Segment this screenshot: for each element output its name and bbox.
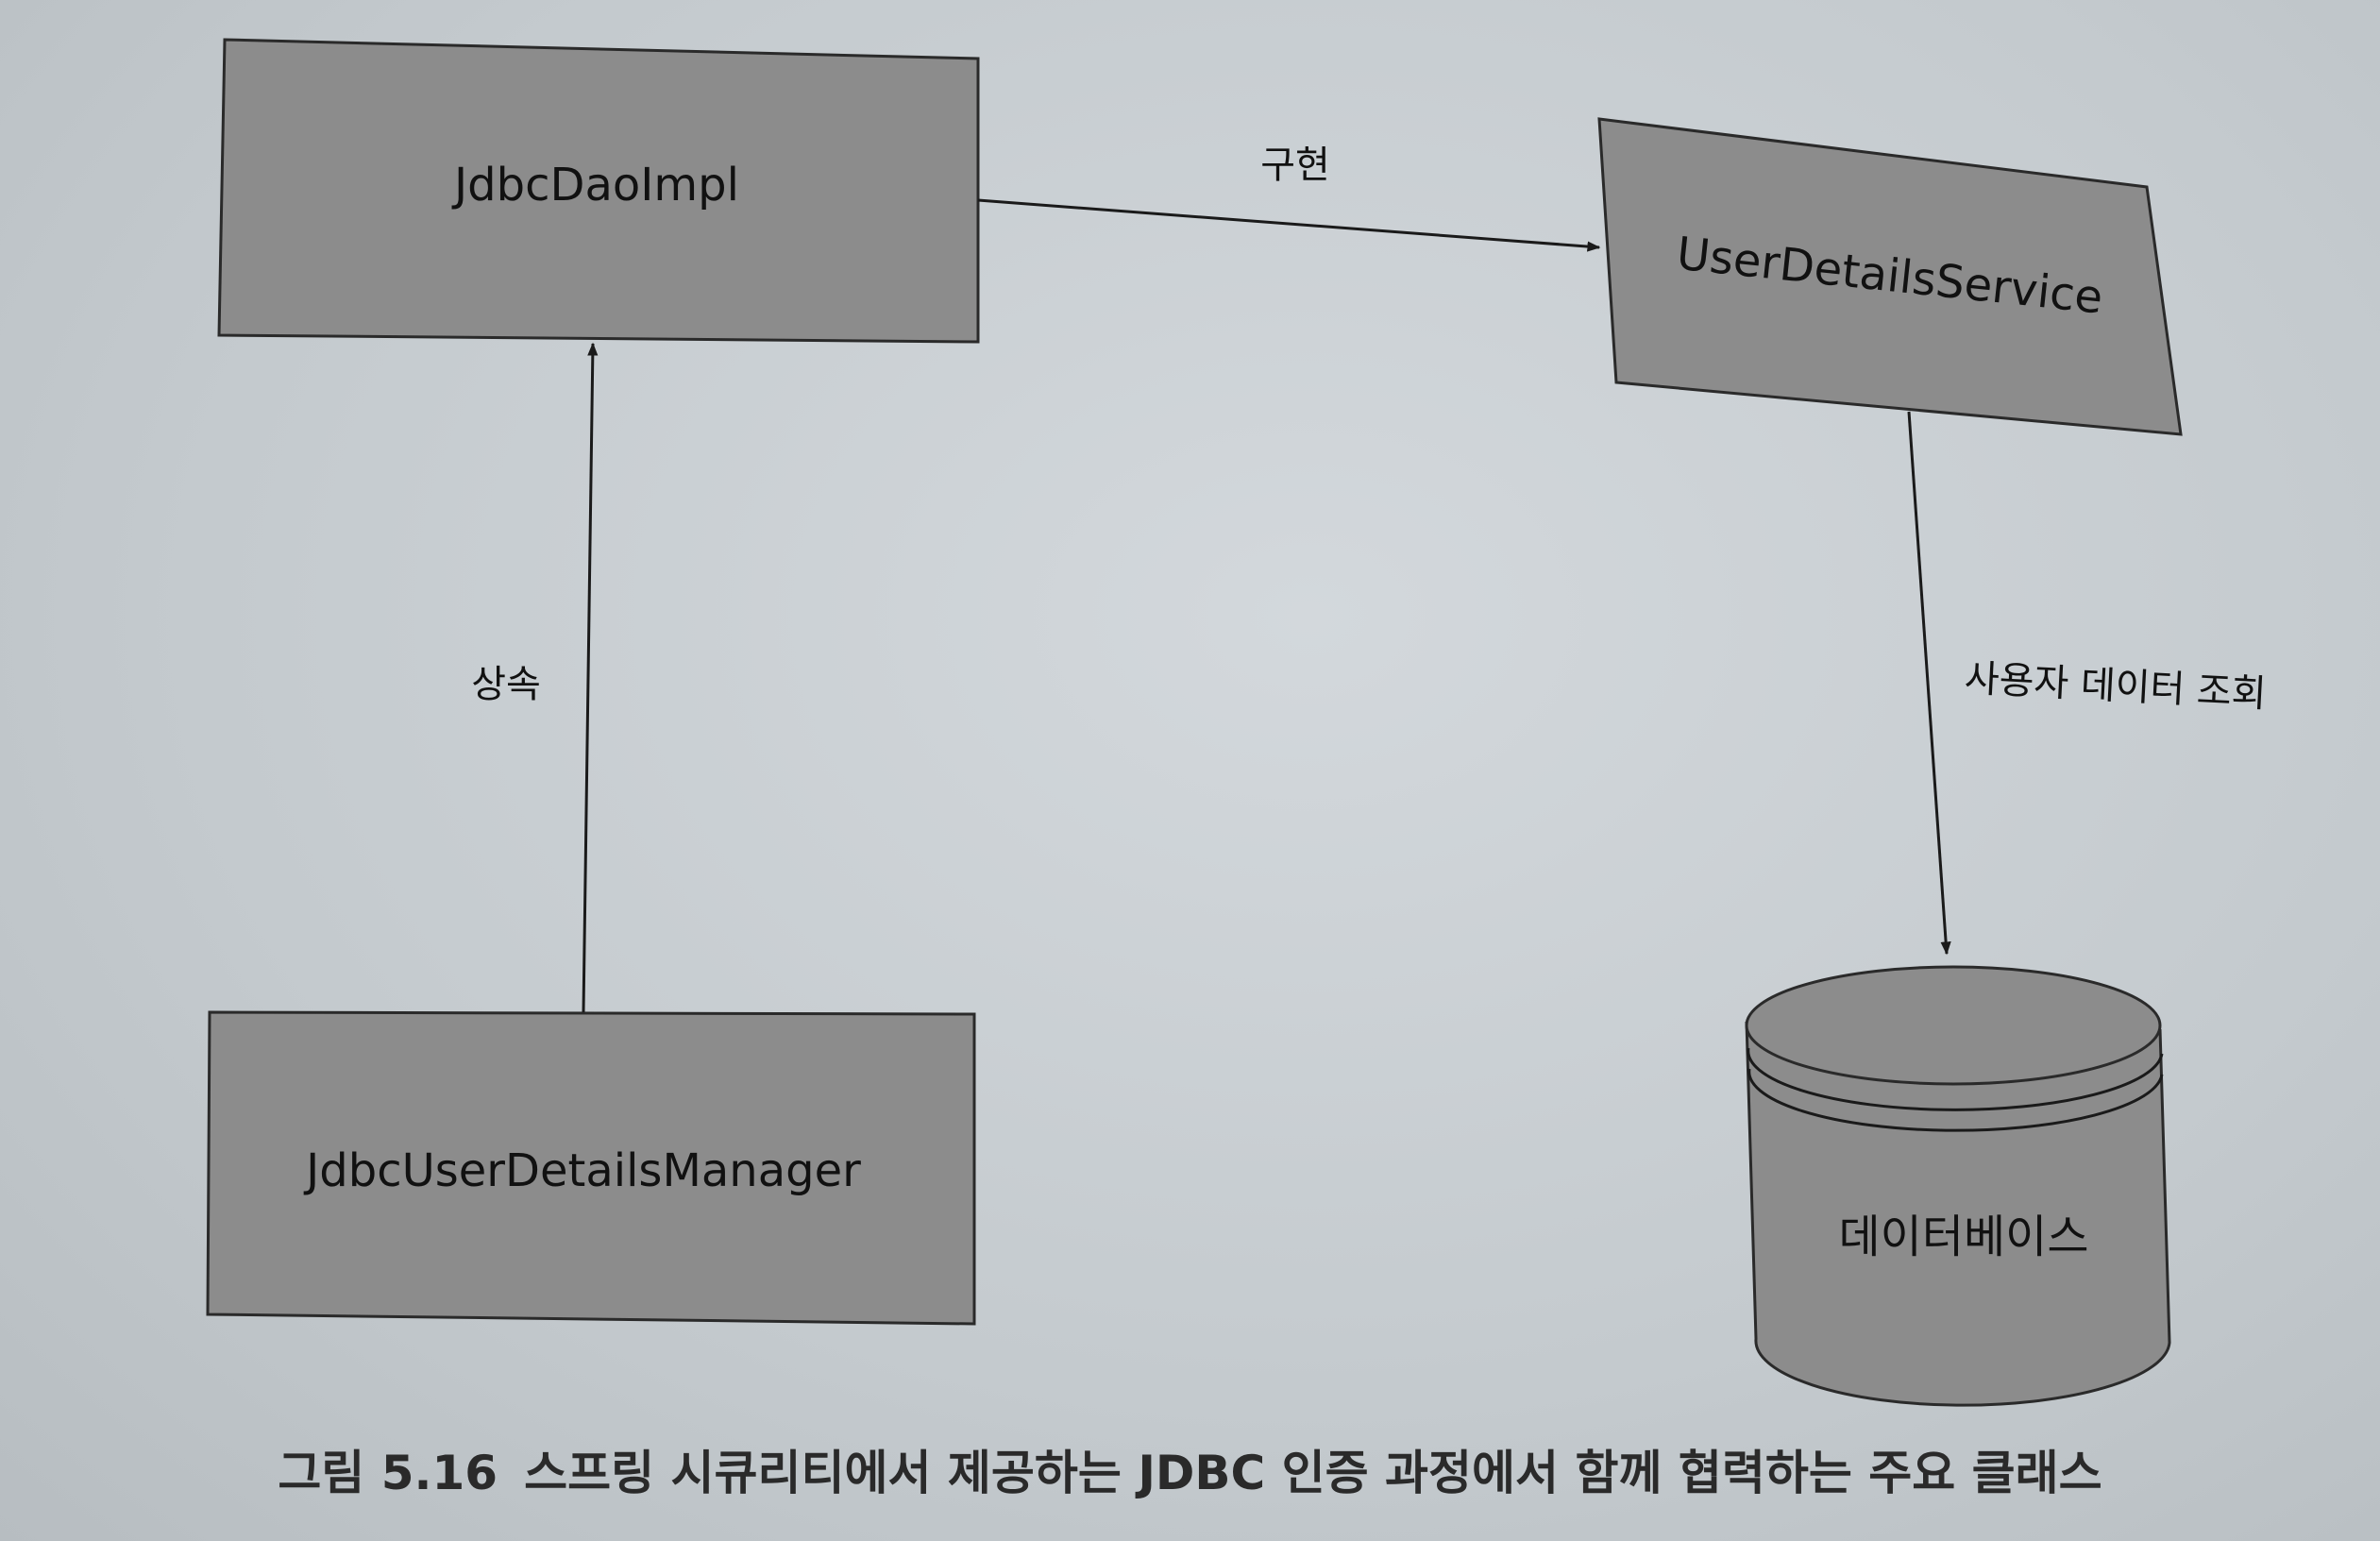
inherits-label: 상속 bbox=[471, 663, 541, 706]
database-ring-2 bbox=[1747, 1068, 2164, 1132]
jdbc-user-details-manager-node: JdbcUserDetailsManager bbox=[206, 1010, 976, 1326]
database-cylinder-top bbox=[1745, 965, 2162, 1086]
figure-caption: 그림 5.16 스프링 시큐리티에서 제공하는 JDBC 인증 과정에서 함께 협… bbox=[0, 1435, 2380, 1503]
database-ring-1 bbox=[1747, 1047, 2164, 1111]
query-user-data-edge: 사용자 데이터 조회 bbox=[1907, 411, 2268, 956]
inherits-arrow bbox=[582, 342, 599, 1013]
query-user-data-arrow bbox=[1907, 411, 1951, 956]
jdbc-dao-impl-box bbox=[217, 38, 980, 344]
user-details-service-node: UserDetailsService bbox=[1597, 117, 2183, 436]
implements-label: 구현 bbox=[1260, 144, 1330, 187]
jdbc-user-details-manager-label: JdbcUserDetailsManager bbox=[303, 1144, 861, 1197]
user-details-service-box bbox=[1597, 117, 2183, 436]
figure-number: 그림 5.16 bbox=[278, 1446, 498, 1500]
database-label: 데이터베이스 bbox=[1839, 1211, 2089, 1263]
implements-edge: 구현 bbox=[977, 144, 1601, 252]
jdbc-user-details-manager-box bbox=[206, 1010, 976, 1326]
jdbc-dao-impl-label: JdbcDaoImpl bbox=[451, 159, 739, 212]
database-cylinder-body bbox=[1745, 1021, 2171, 1407]
jdbc-dao-impl-node: JdbcDaoImpl bbox=[217, 38, 980, 344]
inherits-edge: 상속 bbox=[471, 342, 599, 1013]
implements-arrow bbox=[977, 198, 1601, 252]
database-node: 데이터베이스 bbox=[1745, 965, 2171, 1407]
figure-caption-text: 스프링 시큐리티에서 제공하는 JDBC 인증 과정에서 함께 협력하는 주요 … bbox=[524, 1446, 2102, 1500]
query-user-data-label: 사용자 데이터 조회 bbox=[1964, 657, 2268, 717]
